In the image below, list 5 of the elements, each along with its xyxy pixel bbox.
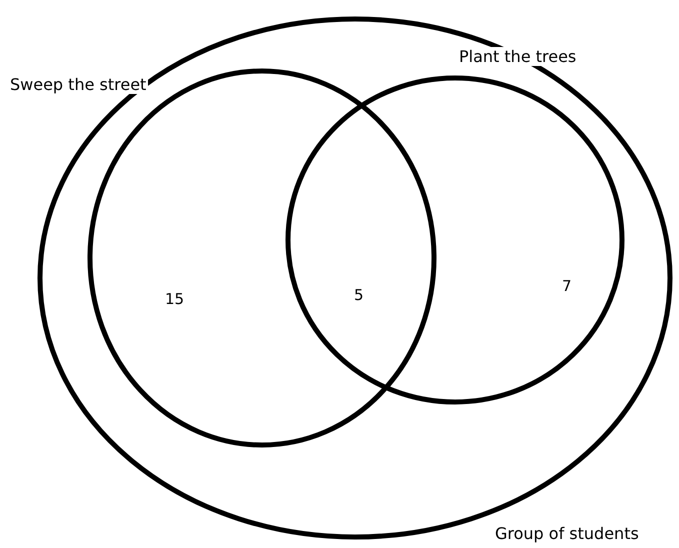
set-label: Group of students xyxy=(493,524,641,543)
set-label: Sweep the street xyxy=(8,75,148,94)
count-number: 5 xyxy=(354,286,364,304)
count-number: 7 xyxy=(562,277,572,295)
count-number: 15 xyxy=(165,290,184,308)
